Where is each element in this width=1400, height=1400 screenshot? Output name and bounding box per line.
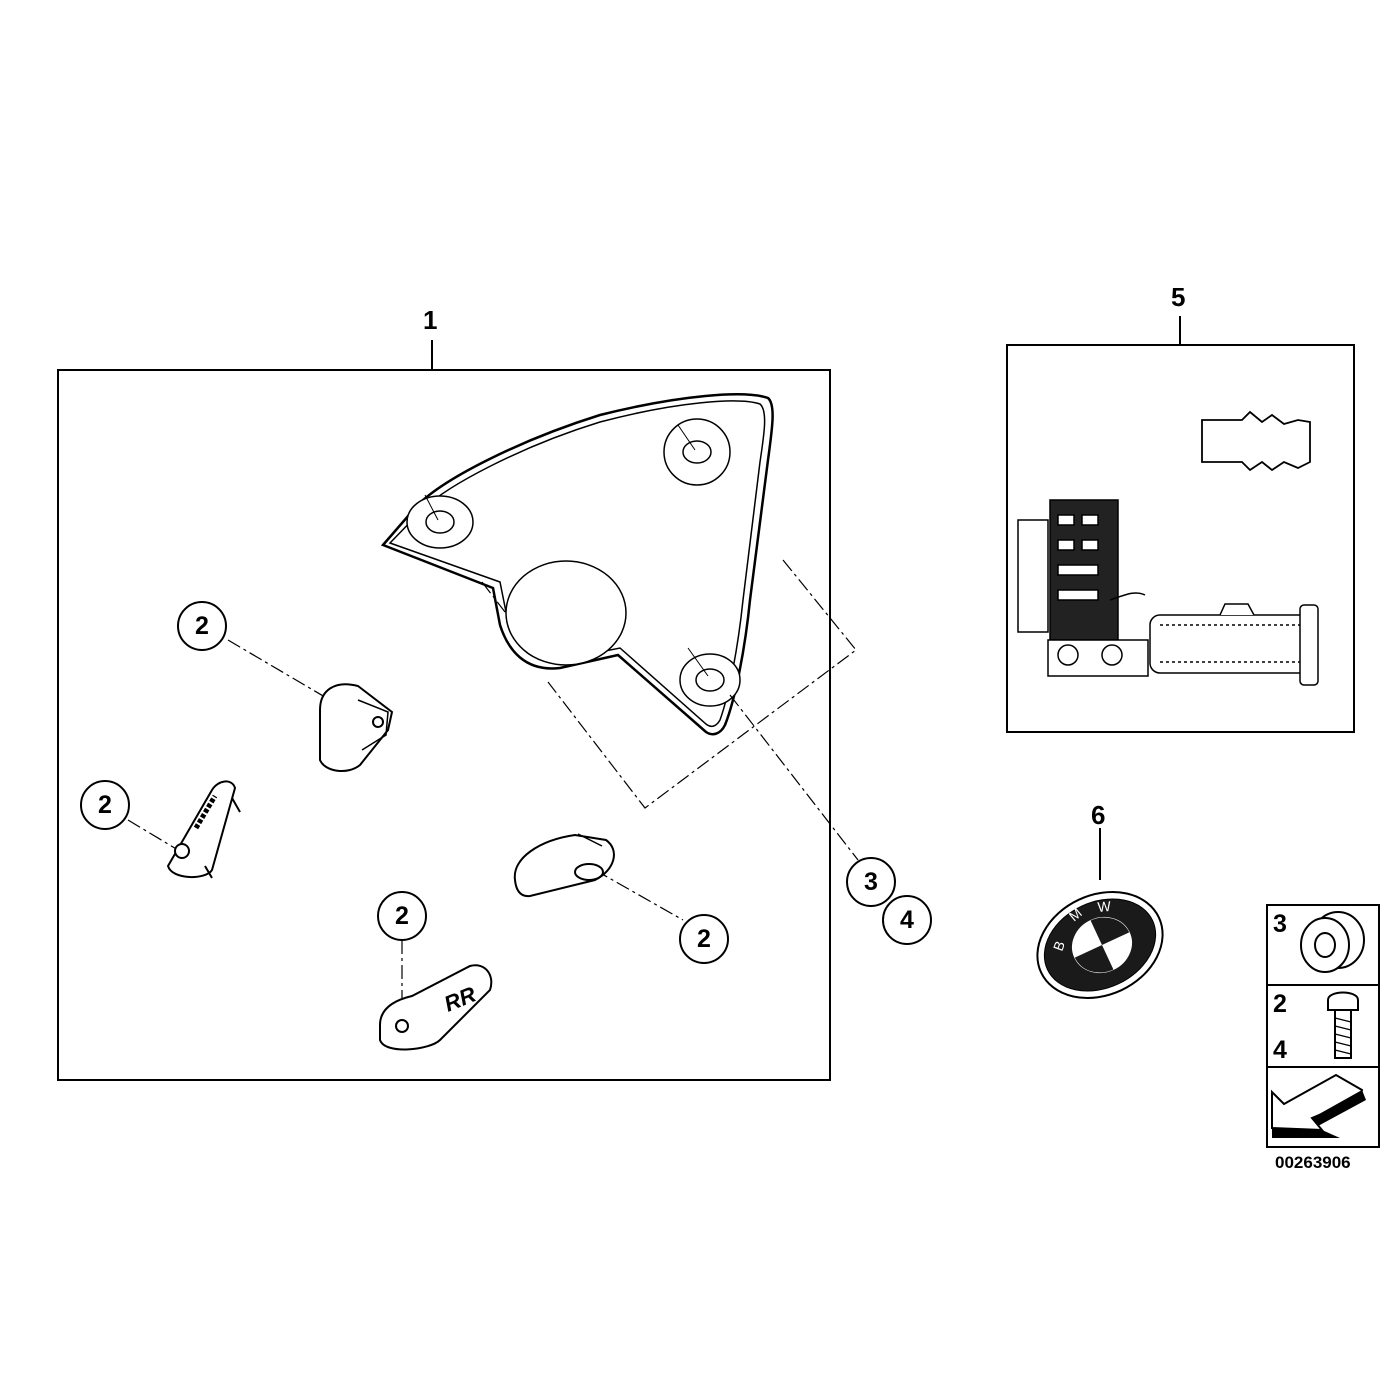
bmw-letter-w: W: [1097, 898, 1112, 915]
legend-screw-number-top: 2: [1273, 990, 1287, 1018]
callout-clip-top: 2: [177, 601, 227, 651]
callout-clip-right: 2: [679, 914, 729, 964]
callout-grommet: 3: [846, 857, 896, 907]
hardware-legend: [1266, 904, 1380, 1148]
cover-plate: [380, 393, 774, 736]
bmw-roundel: [1036, 828, 1164, 999]
legend-screw-number-bottom: 4: [1273, 1036, 1287, 1064]
clip-part-right: [513, 833, 615, 898]
assembly-lines: [127, 559, 859, 1025]
label-main-kit: 1: [423, 305, 438, 335]
heated-grip-unit: [1017, 499, 1319, 686]
callout-screw: 4: [882, 895, 932, 945]
screw-icon: [1327, 991, 1359, 1059]
label-grip-kit: 5: [1171, 282, 1186, 312]
clip-part-top: [319, 683, 394, 772]
clip-part-left: [166, 780, 241, 879]
rr-badge-part: [379, 964, 493, 1051]
grommet-icon: [1300, 911, 1365, 973]
grip-sleeve: [1201, 410, 1311, 472]
legend-grommet-number: 3: [1273, 910, 1287, 938]
diagram-part-number: 00263906: [1275, 1153, 1351, 1172]
grip-kit-frame: [1006, 316, 1355, 733]
main-kit-frame: [57, 340, 831, 1081]
direction-arrow-icon: [1271, 1073, 1366, 1138]
callout-rr-badge: 2: [377, 891, 427, 941]
label-badge: 6: [1091, 800, 1106, 830]
callout-clip-left: 2: [80, 780, 130, 830]
